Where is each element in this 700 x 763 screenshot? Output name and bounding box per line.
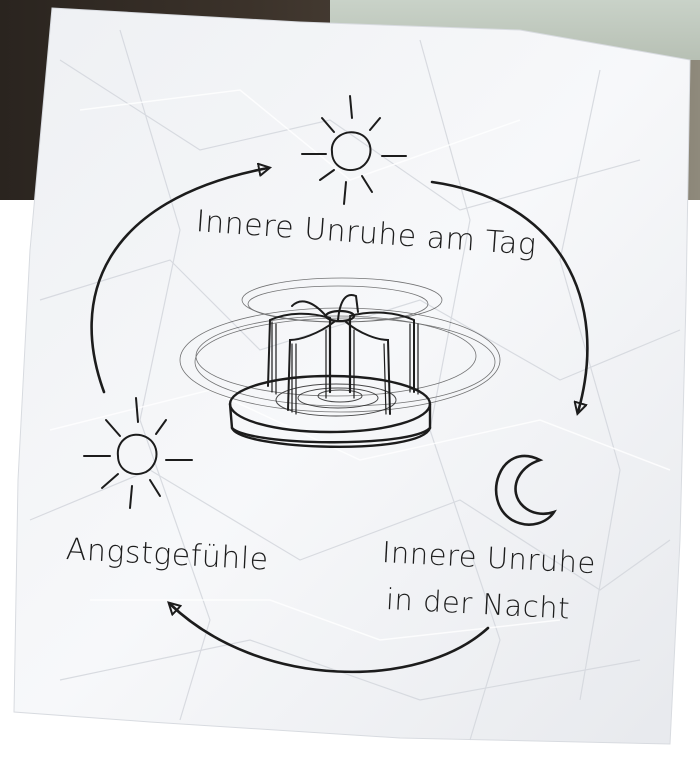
crumpled-paper xyxy=(0,0,700,763)
